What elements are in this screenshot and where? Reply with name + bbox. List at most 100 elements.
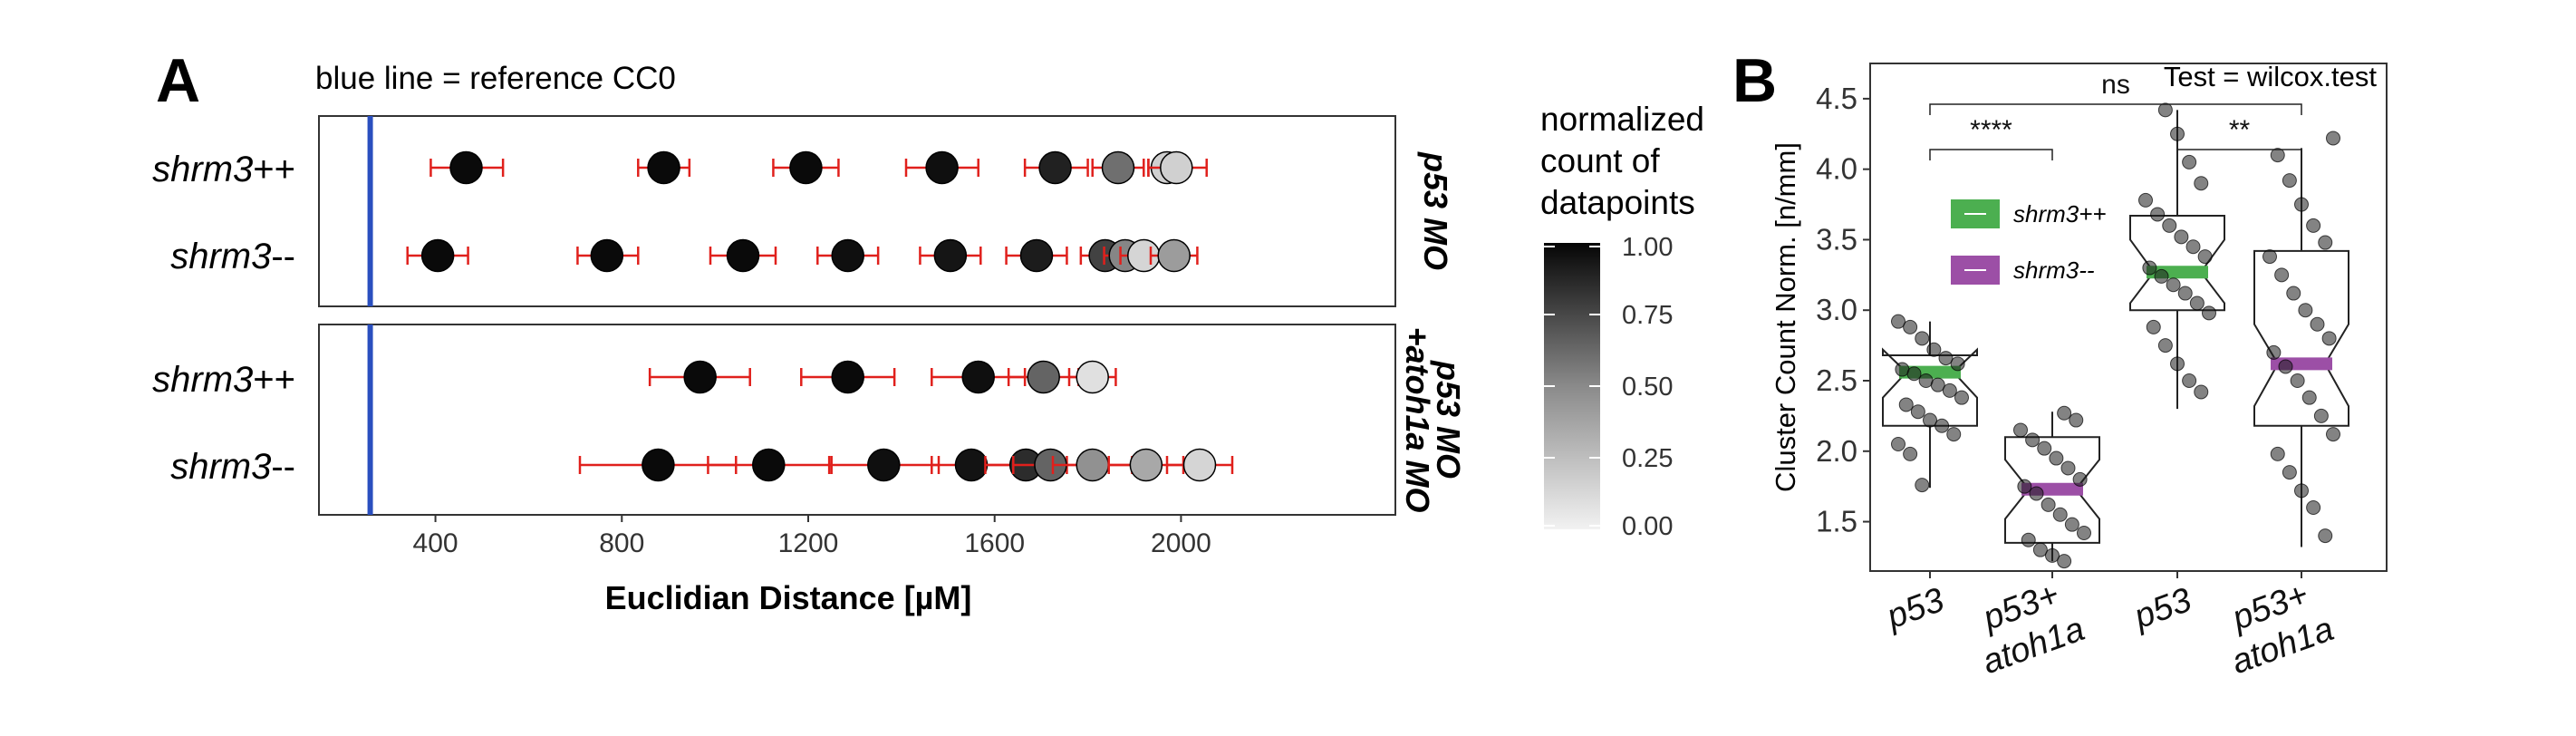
data-point — [2182, 154, 2197, 169]
facet-2-strip-label-line-1: p53 MO — [1430, 360, 1467, 479]
data-point — [1946, 427, 1962, 442]
bracket-line — [1929, 103, 2302, 115]
data-point — [2170, 356, 2185, 372]
legend-tick-label: 1.00 — [1622, 233, 1673, 262]
data-point — [2041, 497, 2056, 512]
facet-2-row-2-label: shrm3-- — [170, 447, 295, 487]
point-marker — [925, 150, 959, 185]
data-point — [1923, 412, 1937, 428]
data-point — [1930, 377, 1945, 392]
data-point — [2318, 528, 2333, 544]
box-2 — [2004, 405, 2100, 569]
legend-label-shrm3-pp: shrm3++ — [2013, 200, 2107, 228]
x-tick-label: p53 — [2128, 581, 2196, 636]
point-marker — [1129, 448, 1163, 482]
data-point — [2298, 303, 2313, 318]
data-point — [2194, 176, 2209, 191]
data-point — [2266, 344, 2282, 360]
point-marker — [752, 448, 786, 482]
data-point-f1-r2-10 — [1149, 238, 1199, 273]
facet-2-strip-label-line-2: +atoh1a MO — [1399, 326, 1436, 512]
data-point — [2072, 471, 2088, 487]
legend-ticks: 1.000.750.500.250.00 — [1544, 233, 1673, 541]
y-tick-label: 2.0 — [1816, 434, 1857, 468]
data-point — [2274, 267, 2290, 283]
box-3 — [2129, 102, 2225, 410]
data-point — [2290, 373, 2305, 388]
data-point — [2306, 218, 2321, 233]
point-marker — [420, 238, 455, 273]
point-marker — [961, 360, 995, 394]
facet-1-strip-label: p53 MO — [1417, 151, 1454, 270]
notched-box — [2129, 215, 2225, 312]
data-point — [2045, 547, 2060, 563]
data-point-f1-r2-4 — [816, 238, 880, 273]
row-prefix: shrm3 — [170, 447, 271, 487]
data-point — [1906, 366, 1922, 382]
data-point-f1-r1-5 — [1023, 150, 1089, 185]
y-tick-label: 3.0 — [1816, 293, 1857, 326]
panel-b: B Test = wilcox.test Cluster Count Norm.… — [1732, 46, 2388, 682]
point-marker — [831, 360, 864, 394]
data-point-f1-r1-8 — [1147, 150, 1208, 185]
data-point-f1-r1-1 — [429, 150, 505, 185]
legend-tick-label: 0.00 — [1622, 512, 1673, 541]
x-tick-label: 800 — [599, 528, 644, 558]
data-point — [2166, 277, 2181, 293]
point-marker — [726, 238, 760, 273]
data-point-f2-r1-5 — [1067, 360, 1117, 394]
facet-2-row-1-label: shrm3++ — [152, 360, 295, 400]
panel-a: A blue line = reference CC0 shrm3++ shrm… — [152, 46, 1704, 616]
facet-1-row-2-label: shrm3-- — [170, 237, 295, 276]
data-point — [2282, 173, 2297, 189]
data-point — [2154, 268, 2169, 284]
significance-brackets: ******ns — [1929, 70, 2302, 160]
data-point — [2185, 239, 2201, 255]
facet-1-frame — [318, 115, 1396, 307]
legend-title-line-1: normalized — [1540, 101, 1704, 138]
data-point — [2262, 249, 2277, 265]
data-point-f1-r2-1 — [406, 238, 469, 273]
data-point — [2174, 229, 2189, 245]
data-point — [2157, 338, 2173, 353]
y-axis: 1.52.02.53.03.54.04.5 — [1816, 82, 1870, 538]
legend-tick-label: 0.75 — [1622, 301, 1673, 330]
panel-a-label: A — [156, 46, 200, 115]
data-point — [2057, 405, 2072, 421]
point-marker — [954, 448, 989, 482]
point-marker — [647, 150, 680, 185]
data-point — [2326, 427, 2340, 442]
data-point — [2301, 390, 2317, 405]
data-point-f1-r2-2 — [576, 238, 640, 273]
row-genotype: -- — [271, 237, 295, 276]
data-point — [2286, 286, 2301, 301]
row-genotype: -- — [271, 447, 295, 487]
data-point-f1-r1-2 — [637, 150, 691, 185]
row-prefix: shrm3 — [152, 360, 253, 400]
bracket-label: ns — [2101, 70, 2130, 100]
point-marker — [1160, 150, 1193, 185]
data-point — [2318, 235, 2333, 250]
row-genotype: ++ — [253, 360, 295, 400]
data-point — [1915, 331, 1930, 346]
data-point-f2-r2-8 — [1107, 448, 1185, 482]
data-point-f1-r2-5 — [919, 238, 982, 273]
data-point — [2313, 408, 2329, 423]
data-point — [2278, 359, 2293, 374]
data-point — [1938, 351, 1954, 366]
data-point-f2-r1-1 — [648, 360, 751, 394]
data-point-f2-r2-7 — [1051, 448, 1134, 482]
row-prefix: shrm3 — [152, 150, 253, 189]
data-point — [2069, 412, 2084, 428]
point-marker — [590, 238, 624, 273]
data-point — [2032, 542, 2048, 557]
point-marker — [1038, 150, 1072, 185]
facet-2-frame — [318, 324, 1396, 516]
point-marker — [1019, 238, 1054, 273]
data-point — [2294, 197, 2309, 212]
y-tick-label: 2.5 — [1816, 363, 1857, 397]
legend-tick-label: 0.25 — [1622, 444, 1673, 473]
point-marker — [1157, 238, 1191, 273]
data-point — [1903, 446, 1918, 461]
